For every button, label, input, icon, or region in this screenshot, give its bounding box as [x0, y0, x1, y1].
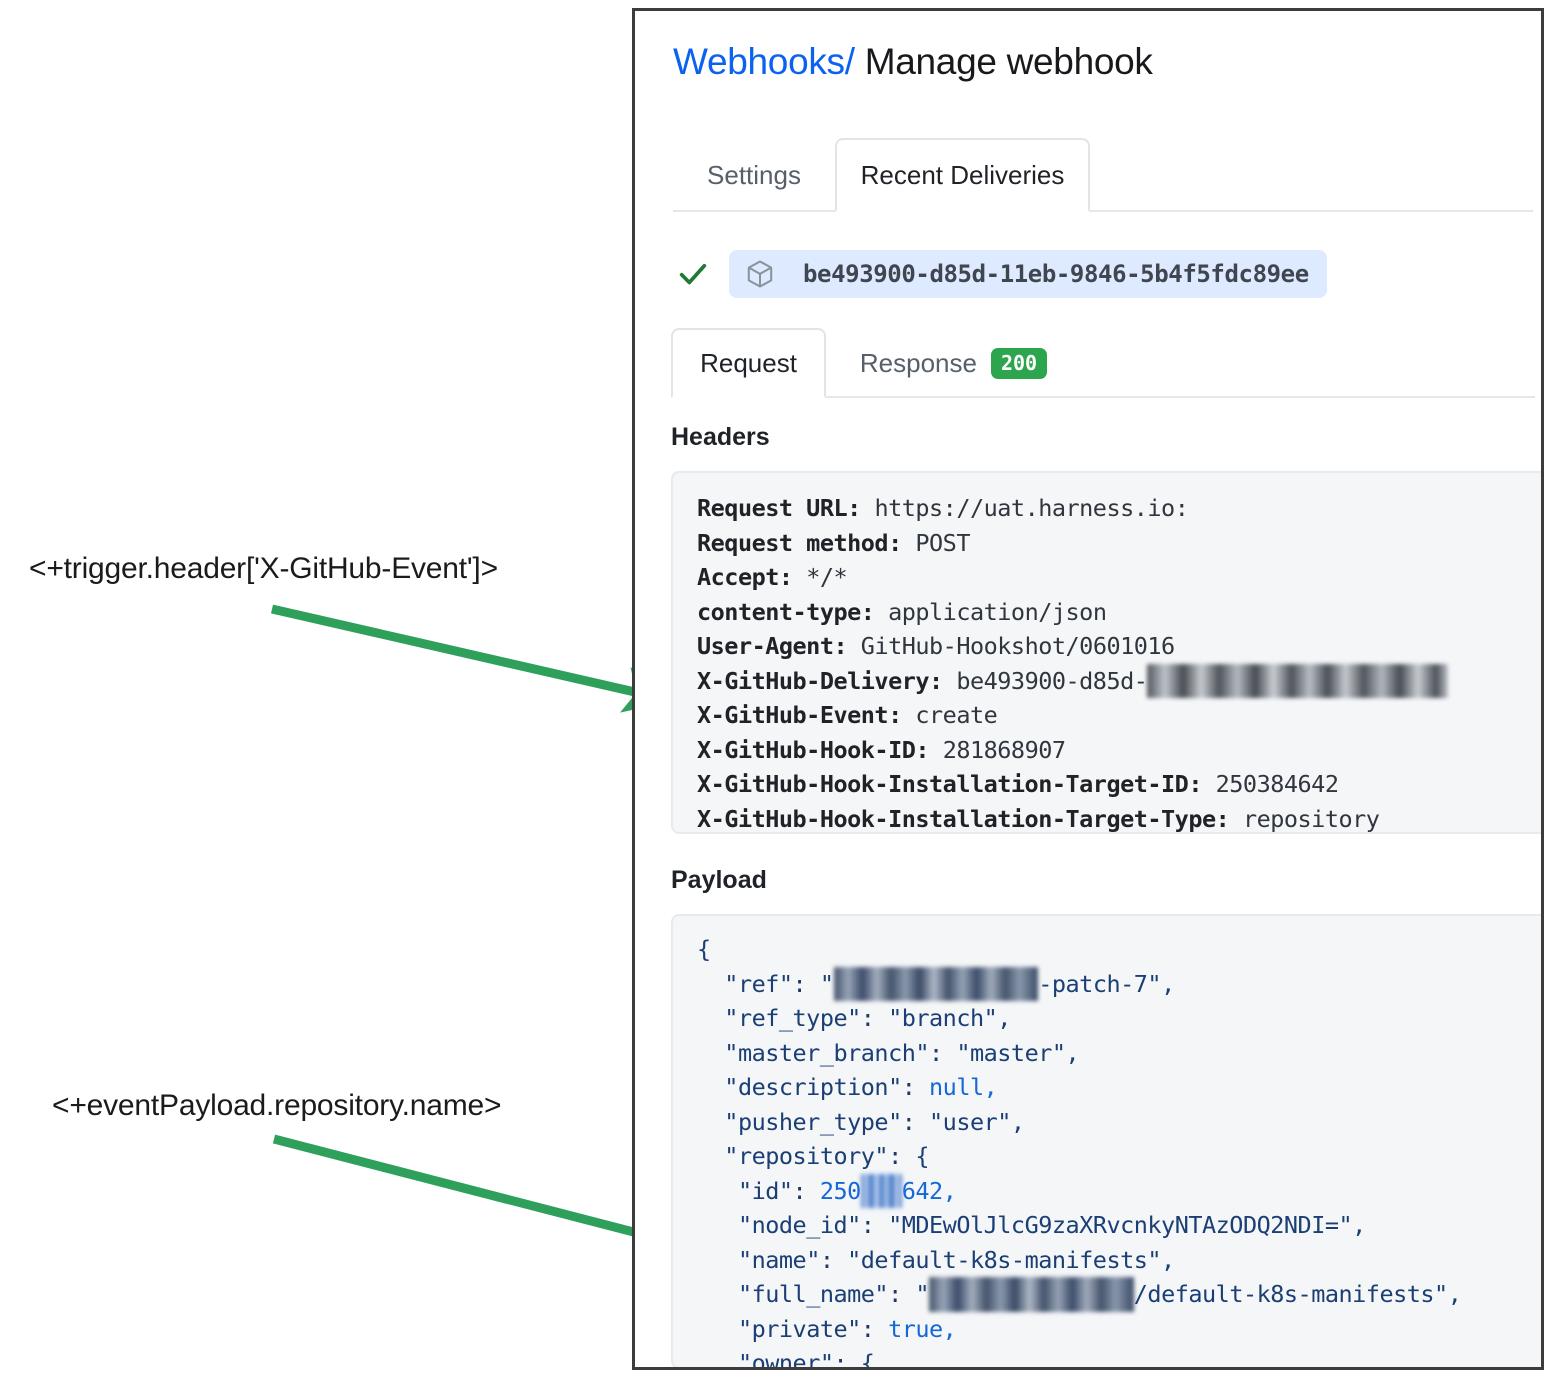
header-line: Request URL: https://uat.harness.io:	[697, 494, 1189, 522]
header-line: X-GitHub-Event: create	[697, 701, 998, 729]
delivery-id-pill[interactable]: be493900-d85d-11eb-9846-5b4f5fdc89ee	[729, 250, 1327, 298]
payload-line: "id": 250384642,	[697, 1173, 1541, 1208]
page-title: Manage webhook	[864, 41, 1153, 82]
header-line: X-GitHub-Hook-Installation-Target-ID: 25…	[697, 770, 1339, 798]
payload-section-label: Payload	[671, 866, 767, 894]
breadcrumb: Webhooks/ Manage webhook	[673, 41, 1153, 83]
breadcrumb-separator: /	[844, 41, 855, 82]
payload-line: "master_branch": "master",	[724, 1038, 1080, 1067]
tab-underline	[673, 210, 1533, 212]
payload-line: "ref": "michaelkratzman-patch-7",	[697, 966, 1541, 1001]
request-response-tabs: Request Response 200	[671, 323, 1535, 398]
check-icon	[673, 254, 713, 294]
header-line: User-Agent: GitHub-Hookshot/0601016	[697, 632, 1175, 660]
payload-code-block: { "ref": "michaelkratzman-patch-7", "ref…	[671, 914, 1541, 1367]
header-line: content-type: application/json	[697, 597, 1107, 626]
header-line: X-GitHub-Delivery: be493900-d85d-11eb-98…	[697, 663, 1541, 698]
tab-response-label: Response	[859, 347, 977, 378]
manage-webhook-panel: Webhooks/ Manage webhook Settings Recent…	[632, 8, 1544, 1370]
delivery-row[interactable]: be493900-d85d-11eb-9846-5b4f5fdc89ee	[673, 247, 1327, 301]
payload-line: "name": "default-k8s-manifests",	[737, 1245, 1175, 1274]
tab-settings[interactable]: Settings	[707, 159, 801, 190]
annotation-label-event-payload-repository-name: <+eventPayload.repository.name>	[52, 1089, 502, 1122]
payload-line: "description": null,	[724, 1073, 998, 1101]
cube-icon	[743, 257, 777, 291]
status-badge: 200	[990, 347, 1048, 379]
inner-tab-underline	[671, 396, 1535, 398]
redacted-repository-id: 384	[860, 1173, 902, 1208]
payload-line: "owner": {	[737, 1349, 875, 1367]
delivery-guid: be493900-d85d-11eb-9846-5b4f5fdc89ee	[803, 260, 1309, 288]
headers-code-block: Request URL: https://uat.harness.io: Req…	[671, 471, 1541, 834]
header-line: Request method: POST	[697, 528, 970, 557]
payload-line: "full_name": "michaelkratzman/default-k8…	[697, 1277, 1541, 1312]
redacted-delivery-id: 11eb-9846-5b4f5fdc89ee	[1147, 663, 1448, 698]
redacted-username: michaelkratzman	[833, 966, 1039, 1001]
payload-line: "pusher_type": "user",	[724, 1107, 1025, 1136]
payload-line: "private": true,	[737, 1314, 957, 1343]
panel-content: Webhooks/ Manage webhook Settings Recent…	[635, 11, 1541, 1367]
annotation-label-trigger-header: <+trigger.header['X-GitHub-Event']>	[29, 552, 498, 585]
headers-section-label: Headers	[671, 423, 770, 451]
tab-recent-deliveries[interactable]: Recent Deliveries	[835, 138, 1090, 212]
header-line: X-GitHub-Hook-ID: 281868907	[697, 735, 1066, 764]
redacted-owner-name: michaelkratzman	[929, 1277, 1134, 1312]
webhook-tabs: Settings Recent Deliveries	[673, 129, 1533, 212]
tab-response[interactable]: Response 200	[826, 328, 1081, 398]
annotation-arrow-to-x-github-event	[270, 604, 675, 713]
header-line: Accept: */*	[697, 563, 848, 591]
payload-line: "ref_type": "branch",	[724, 1004, 1011, 1032]
payload-line: "repository": {	[724, 1142, 930, 1170]
tab-request[interactable]: Request	[671, 328, 826, 398]
payload-line: {	[697, 935, 711, 963]
breadcrumb-link-webhooks[interactable]: Webhooks	[673, 41, 845, 82]
payload-line: "node_id": "MDEwOlJlcG9zaXRvcnkyNTAzODQ2…	[737, 1211, 1366, 1239]
header-line: X-GitHub-Hook-Installation-Target-Type: …	[697, 804, 1380, 833]
